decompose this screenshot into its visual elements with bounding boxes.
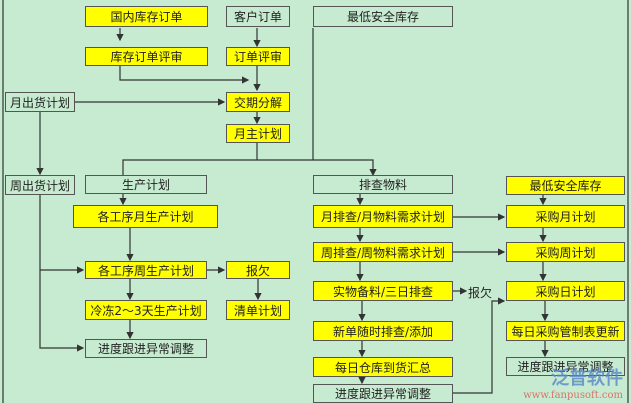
shortage-label: 报欠 xyxy=(468,286,493,300)
node-material-check: 排查物料 xyxy=(313,175,453,194)
node-delivery-breakdown: 交期分解 xyxy=(226,92,290,112)
watermark: 泛普软件 www.fanpusoft.com xyxy=(523,364,623,401)
node-monthly-material-req: 月排查/月物料需求计划 xyxy=(313,205,453,228)
node-customer-order: 客户订单 xyxy=(226,6,290,27)
node-shortage-report: 报欠 xyxy=(226,261,290,279)
node-purchase-daily: 采购日计划 xyxy=(506,281,625,301)
node-list-plan: 清单计划 xyxy=(226,300,290,320)
node-new-order-check: 新单随时排查/添加 xyxy=(313,321,453,341)
node-progress-left: 进度跟进异常调整 xyxy=(85,339,207,358)
node-daily-arrival-summary: 每日仓库到货汇总 xyxy=(313,357,453,377)
node-progress-right: 进度跟进异常调整 xyxy=(506,357,625,376)
node-production-plan: 生产计划 xyxy=(85,175,207,194)
node-physical-prep: 实物备料/三日排查 xyxy=(313,281,453,301)
node-freeze-plan: 冷冻2～3天生产计划 xyxy=(85,300,207,320)
node-monthly-master-plan: 月主计划 xyxy=(226,124,290,143)
watermark-url: www.fanpusoft.com xyxy=(523,390,623,401)
node-order-review: 订单评审 xyxy=(226,47,290,66)
node-daily-purchase-control: 每日采购管制表更新 xyxy=(506,321,625,341)
node-stock-order-review: 库存订单评审 xyxy=(85,47,208,66)
node-weekly-material-req: 周排查/周物料需求计划 xyxy=(313,242,453,262)
node-process-monthly-plan: 各工序月生产计划 xyxy=(73,205,218,228)
node-process-weekly-plan: 各工序周生产计划 xyxy=(85,261,207,279)
node-progress-mid: 进度跟进异常调整 xyxy=(313,384,453,403)
node-purchase-weekly: 采购周计划 xyxy=(506,242,625,262)
node-min-safety-stock-top: 最低安全库存 xyxy=(313,6,453,27)
node-min-safety-stock: 最低安全库存 xyxy=(506,176,625,195)
node-purchase-monthly: 采购月计划 xyxy=(506,205,625,228)
node-weekly-shipping-plan: 周出货计划 xyxy=(5,175,75,195)
node-monthly-shipping-plan: 月出货计划 xyxy=(5,92,75,112)
node-domestic-stock-order: 国内库存订单 xyxy=(85,6,208,27)
watermark-brand: 泛普软件 xyxy=(551,368,623,389)
